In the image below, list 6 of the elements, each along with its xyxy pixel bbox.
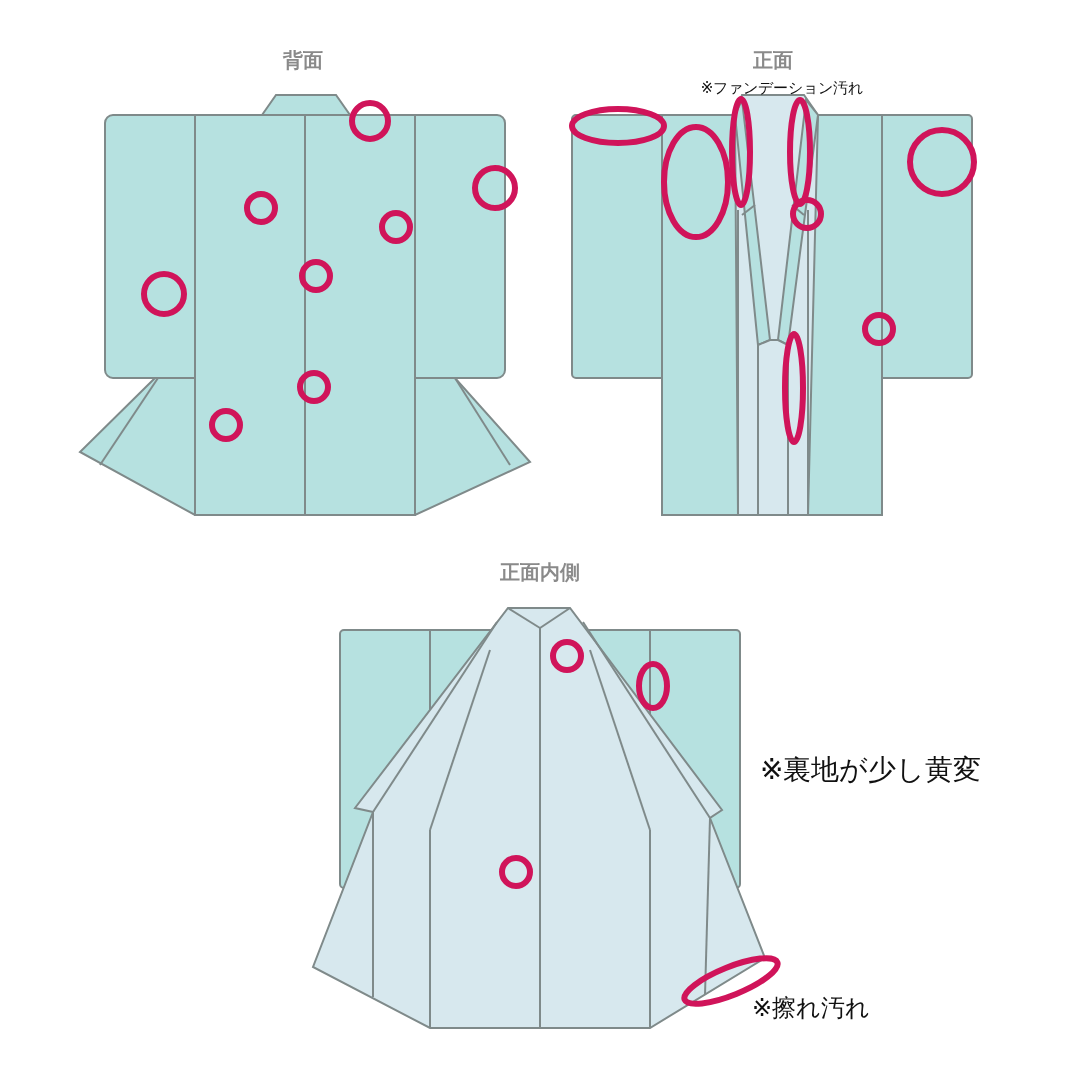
view-title: 背面 <box>283 46 323 74</box>
view-title: 正面 <box>753 46 793 74</box>
note-text: ※擦れ汚れ <box>752 993 871 1024</box>
view-title: 正面内側 <box>500 558 580 586</box>
note-text: ※ファンデーション汚れ <box>700 78 864 98</box>
note-text: ※裏地が少し黄変 <box>760 752 982 788</box>
